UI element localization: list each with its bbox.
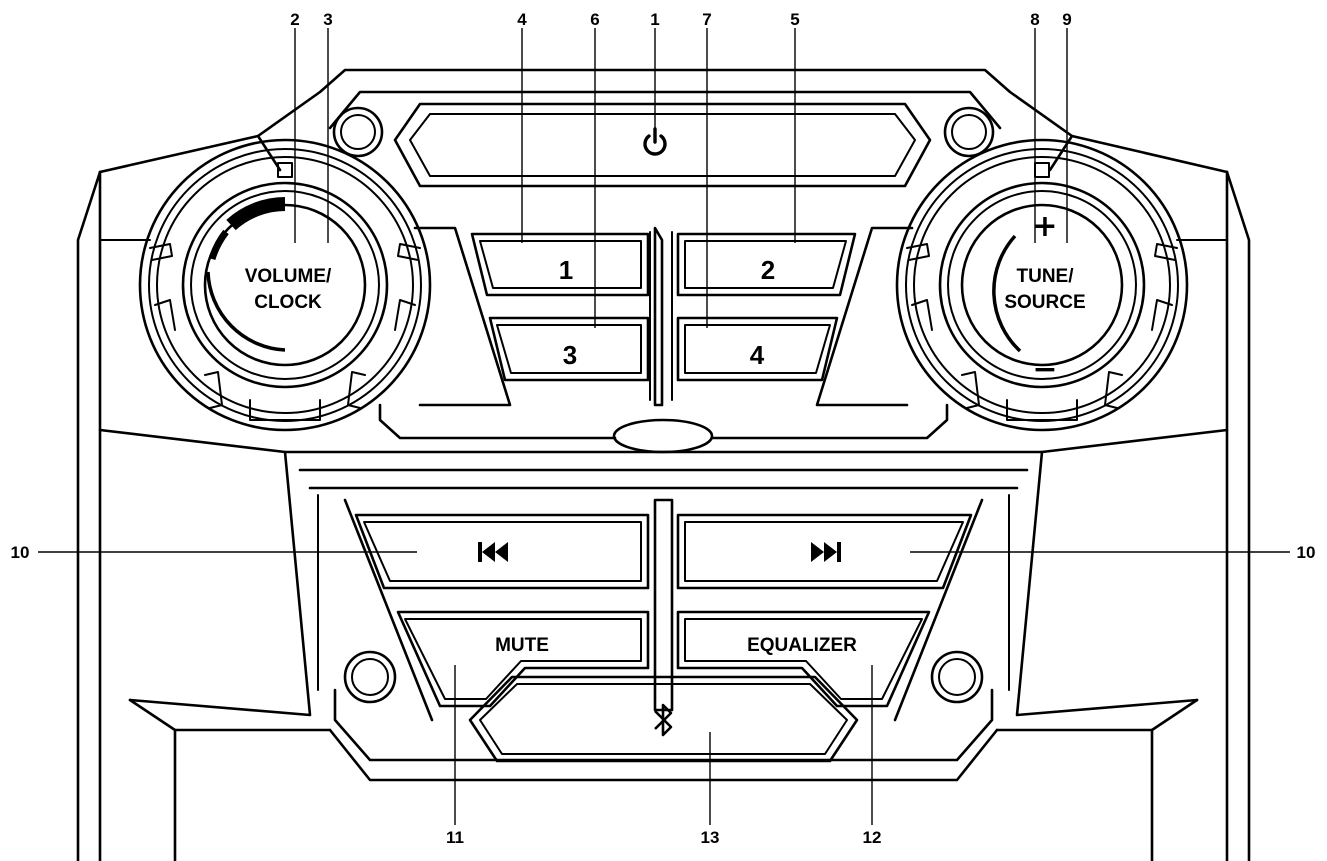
preset-area-frame	[378, 226, 949, 454]
skip-next-button[interactable]	[676, 513, 973, 590]
preset-button-3-label: 3	[563, 340, 577, 370]
callout-1: 1	[650, 10, 659, 29]
callout-13: 13	[701, 828, 720, 847]
tune-plus-sign: +	[1032, 209, 1057, 244]
leader-lines	[38, 28, 1290, 825]
mute-button[interactable]: MUTE	[396, 610, 650, 708]
knob-left-label-1: VOLUME/	[245, 266, 332, 287]
callout-4: 4	[517, 10, 527, 29]
callout-7: 7	[702, 10, 711, 29]
callout-6: 6	[590, 10, 599, 29]
tune-source-knob[interactable]: + − TUNE/ SOURCE	[895, 138, 1189, 432]
preset-button-2-label: 2	[761, 255, 775, 285]
callout-3: 3	[323, 10, 332, 29]
transport-area-frame	[343, 498, 984, 722]
skip-previous-icon	[478, 542, 508, 562]
preset-button-4-label: 4	[750, 340, 765, 370]
mute-label: MUTE	[495, 635, 549, 656]
callout-2: 2	[290, 10, 299, 29]
callout-5: 5	[790, 10, 799, 29]
equalizer-button[interactable]: EQUALIZER	[676, 610, 931, 708]
callout-9: 9	[1062, 10, 1071, 29]
callout-8: 8	[1030, 10, 1039, 29]
equalizer-label: EQUALIZER	[747, 635, 857, 656]
bluetooth-button[interactable]	[468, 675, 859, 763]
knob-left-label-2: CLOCK	[254, 292, 322, 313]
callout-12: 12	[863, 828, 882, 847]
callout-11: 11	[446, 828, 464, 847]
callout-labels: 1 2 3 4 5 6 7 8 9 10 10 11 12 13	[11, 10, 1316, 847]
preset-button-1-label: 1	[559, 255, 573, 285]
tune-minus-sign: −	[1032, 352, 1057, 387]
knob-right-label-2: SOURCE	[1004, 292, 1085, 313]
preset-button-4[interactable]: 4	[676, 316, 839, 382]
preset-button-2[interactable]: 2	[676, 232, 857, 297]
knob-right-label-1: TUNE/	[1017, 266, 1075, 287]
skip-next-icon	[811, 542, 841, 562]
preset-button-3[interactable]: 3	[488, 316, 650, 382]
callout-10-right: 10	[1297, 543, 1316, 562]
volume-clock-knob[interactable]: VOLUME/ CLOCK	[138, 138, 432, 432]
power-icon[interactable]	[643, 127, 667, 156]
preset-button-1[interactable]: 1	[470, 232, 650, 297]
callout-10-left: 10	[11, 543, 30, 562]
skip-previous-button[interactable]	[354, 513, 650, 590]
power-display-area	[332, 102, 995, 188]
bluetooth-icon	[654, 703, 673, 737]
